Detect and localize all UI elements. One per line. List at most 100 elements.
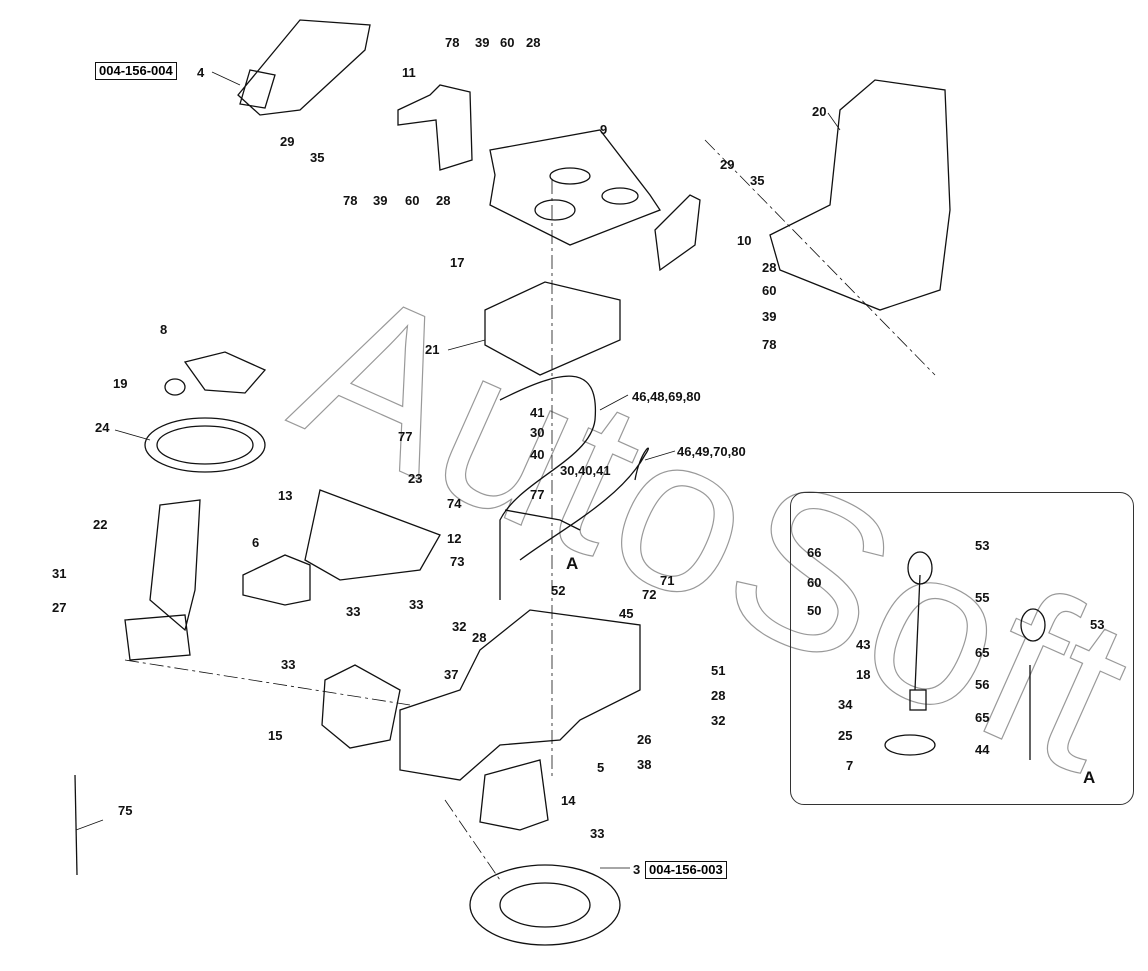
callout-label: 11 [402,65,416,80]
callout-label: 65 [975,710,990,725]
cable-46-48-69-80 [499,375,597,600]
callout-label: 39 [762,309,777,324]
callout-label: 74 [447,496,462,511]
callout-label: 7 [846,758,854,773]
callout-label: 17 [450,255,465,270]
callout-label: 9 [600,122,608,137]
callout-label: 3 [633,862,641,877]
reference-code-box[interactable]: 004-156-003 [645,861,727,879]
callout-label: 56 [975,677,990,692]
callout-label: 8 [160,322,168,337]
callout-label: 35 [750,173,765,188]
callout-label: 37 [444,667,459,682]
part-cover-15 [321,664,401,749]
callout-label: 28 [711,688,726,703]
callout-label: 53 [1090,617,1105,632]
callout-label: 35 [310,150,325,165]
callout-label: 27 [52,600,67,615]
cable-46-49-70-80 [519,447,649,561]
part-display-8 [183,351,267,394]
part-steering-wheel [144,417,266,473]
callout-label: 33 [409,597,424,612]
part-column-22 [149,499,201,632]
callout-label: 45 [619,606,634,621]
callout-label: 46,48,69,80 [632,389,701,404]
part-boot-27 [124,614,191,661]
callout-label: 4 [197,65,205,80]
callout-label: 33 [590,826,605,841]
callout-label: 39 [373,193,388,208]
callout-label: 33 [281,657,296,672]
callout-label: 28 [762,260,777,275]
part-seat-20 [769,79,951,311]
callout-label: 15 [268,728,283,743]
detail-view-a-frame [790,492,1134,805]
callout-label: 21 [425,342,440,357]
callout-label: 32 [711,713,726,728]
part-cover-6 [242,554,311,606]
part-control-console [237,19,371,116]
callout-label: 32 [452,619,467,634]
callout-label: 65 [975,645,990,660]
callout-label: 72 [642,587,657,602]
callout-label: 41 [530,405,545,420]
callout-label: 44 [975,742,990,757]
callout-label: 24 [95,420,110,435]
callout-label: 13 [278,488,293,503]
detail-marker-a: A [1083,768,1096,787]
part-seat-plate [489,129,661,246]
callout-label: 33 [346,604,361,619]
callout-label: 10 [737,233,752,248]
callout-label: 6 [252,535,260,550]
part-bracket-11 [397,84,473,171]
callout-label: 43 [856,637,871,652]
callout-label: 73 [450,554,465,569]
reference-code-box[interactable]: 004-156-004 [95,62,177,80]
callout-label: 5 [597,760,605,775]
callout-label: 71 [660,573,675,588]
callout-label: 77 [530,487,545,502]
callout-label: 30 [530,425,545,440]
callout-label: 60 [762,283,777,298]
callout-label: 53 [975,538,990,553]
callout-label: 26 [637,732,652,747]
callout-label: 38 [637,757,652,772]
callout-label: 14 [561,793,576,808]
callout-label: 28 [436,193,451,208]
part-turntable [469,864,621,946]
part-suspension-21 [484,281,621,376]
callout-label: 77 [398,429,413,444]
callout-label: 66 [807,545,822,560]
callout-label: 28 [526,35,541,50]
detail-marker-a: A [566,554,579,573]
callout-label: 25 [838,728,853,743]
callout-label: 18 [856,667,871,682]
callout-label: 50 [807,603,822,618]
callout-label: 78 [445,35,460,50]
callout-label: 29 [720,157,735,172]
callout-label: 20 [812,104,827,119]
part-bracket-10 [654,194,701,272]
callout-label: 23 [408,471,423,486]
callout-label: 19 [113,376,128,391]
callout-label: 22 [93,517,108,532]
part-cover-14 [479,759,549,831]
callout-label: 30,40,41 [560,463,611,478]
callout-label: 29 [280,134,295,149]
callout-label: 55 [975,590,990,605]
callout-label: 75 [118,803,133,818]
callout-label: 60 [405,193,420,208]
callout-label: 60 [500,35,515,50]
part-frame-5 [399,609,641,781]
callout-label: 78 [343,193,358,208]
callout-label: 46,49,70,80 [677,444,746,459]
part-panel-13 [304,489,441,581]
callout-label: 51 [711,663,726,678]
callout-label: 78 [762,337,777,352]
callout-label: 39 [475,35,490,50]
callout-label: 31 [52,566,67,581]
callout-label: 28 [472,630,487,645]
callout-label: 60 [807,575,822,590]
